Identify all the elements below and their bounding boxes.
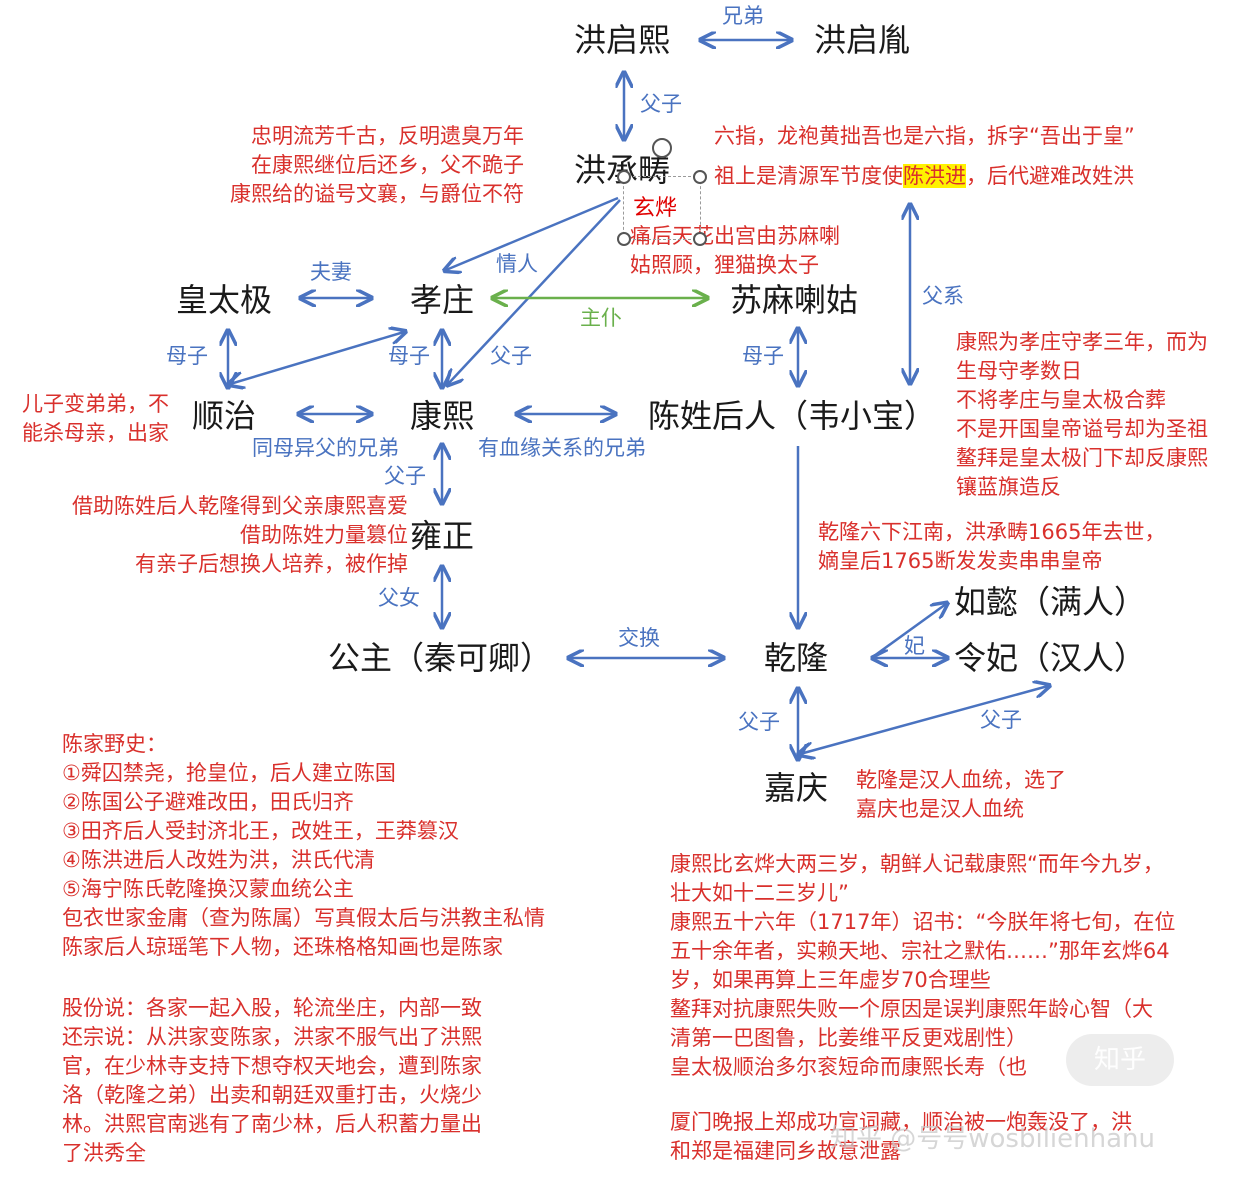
- note-ancestor: 祖上是清源军节度使陈洪进，后代避难改姓洪: [714, 164, 1134, 188]
- node-hong-qixi: 洪启熙: [574, 21, 671, 59]
- edge-qianlong-ruyi: [873, 604, 946, 658]
- label-father-son-5: 父子: [980, 708, 1022, 732]
- label-mother-son-2: 母子: [388, 344, 430, 368]
- node-qianlong: 乾隆: [764, 639, 829, 677]
- note-kangxi-age: 康熙比玄烨大两三岁，朝鲜人记载康熙“而年今九岁， 壮大如十二三岁儿” 康熙五十六…: [670, 852, 1176, 1079]
- label-concubine: 妃: [904, 634, 925, 658]
- label-father-son-1: 父子: [640, 92, 682, 116]
- label-exchange: 交换: [618, 626, 660, 650]
- label-paternal: 父系: [922, 284, 964, 308]
- edge-lingfei-jiaqing: [800, 686, 1048, 754]
- watermark-badge: 知乎: [1066, 1034, 1174, 1086]
- node-chen-descendant: 陈姓后人（韦小宝）: [648, 397, 937, 435]
- note-shares: 股份说：各家一起入股，轮流坐庄，内部一致 还宗说：从洪家变陈家，洪家不服气出了洪…: [62, 996, 482, 1165]
- label-mother-son-1: 母子: [166, 344, 208, 368]
- label-father-son-2: 父子: [490, 344, 532, 368]
- node-lingfei: 令妃（汉人）: [954, 639, 1147, 677]
- label-father-daughter: 父女: [378, 586, 420, 610]
- selected-text-xuanye[interactable]: 玄烨: [633, 196, 678, 221]
- resize-handle-se[interactable]: [693, 232, 707, 246]
- resize-handle-ne[interactable]: [693, 170, 707, 184]
- node-yongzheng: 雍正: [410, 517, 475, 555]
- note-jiaqing: 乾隆是汉人血统，选了 嘉庆也是汉人血统: [856, 768, 1066, 821]
- highlight-chen-hongjin: 陈洪进: [903, 164, 966, 188]
- node-hong-qiyin: 洪启胤: [814, 21, 911, 59]
- node-ruyi: 如懿（满人）: [954, 583, 1147, 621]
- label-lover: 情人: [496, 252, 538, 276]
- edge-chengchou-xiaozhuang: [446, 196, 619, 270]
- rotate-handle[interactable]: [652, 138, 672, 158]
- note-shunzhi: 儿子变弟弟，不 能杀母亲，出家: [22, 392, 169, 445]
- label-half-brothers: 同母异父的兄弟: [252, 436, 399, 460]
- label-father-son-3: 父子: [384, 464, 426, 488]
- label-husband-wife: 夫妻: [310, 260, 352, 284]
- node-shunzhi: 顺治: [192, 397, 257, 435]
- node-princess: 公主（秦可卿）: [328, 639, 553, 677]
- resize-handle-sw[interactable]: [617, 232, 631, 246]
- node-sumalagu: 苏麻喇姑: [730, 281, 859, 319]
- label-father-son-4: 父子: [738, 710, 780, 734]
- note-smallpox: 痛后天花出宫由苏麻喇 姑照顾，狸猫换太子: [630, 224, 840, 277]
- note-kangxi-mourning: 康熙为孝庄守孝三年，而为 生母守孝数日 不将孝庄与皇太极合葬 不是开国皇帝谥号却…: [956, 330, 1208, 499]
- label-brothers: 兄弟: [722, 4, 764, 28]
- label-master-servant: 主仆: [580, 306, 622, 330]
- note-ming-loyalty: 忠明流芳千古，反明遗臭万年 在康熙继位后还乡，父不跪子 康熙给的谥号文襄，与爵位…: [230, 124, 524, 206]
- note-yongzheng: 借助陈姓后人乾隆得到父亲康熙喜爱 借助陈姓力量篡位 有亲子后想换人培养，被作掉: [72, 494, 408, 576]
- node-jiaqing: 嘉庆: [764, 769, 829, 807]
- label-blood-brothers: 有血缘关系的兄弟: [478, 436, 646, 460]
- node-kangxi: 康熙: [410, 397, 475, 435]
- note-xiamen: 厦门晚报上郑成功宣词藏，顺治被一炮轰没了，洪 和郑是福建同乡故意泄露: [670, 1110, 1132, 1163]
- note-chen-history: 陈家野史： ①舜囚禁尧，抢皇位，后人建立陈国 ②陈国公子避难改田，田氏归齐 ③田…: [62, 732, 545, 959]
- label-mother-son-3: 母子: [742, 344, 784, 368]
- watermark-text: 知乎 @号号wosbilienhanu: [830, 1124, 1156, 1154]
- note-qianlong-south: 乾隆六下江南，洪承畴1665年去世， 嫡皇后1765断发发卖串串皇帝: [818, 520, 1166, 573]
- edge-xiaozhuang-shunzhi: [230, 332, 404, 384]
- node-xiaozhuang: 孝庄: [410, 281, 475, 319]
- node-huangtaiji: 皇太极: [176, 281, 273, 319]
- selected-text-box[interactable]: [623, 176, 701, 240]
- resize-handle-nw[interactable]: [617, 170, 631, 184]
- note-six-fingers: 六指，龙袍黄拙吾也是六指，拆字“吾出于皇”: [714, 124, 1135, 148]
